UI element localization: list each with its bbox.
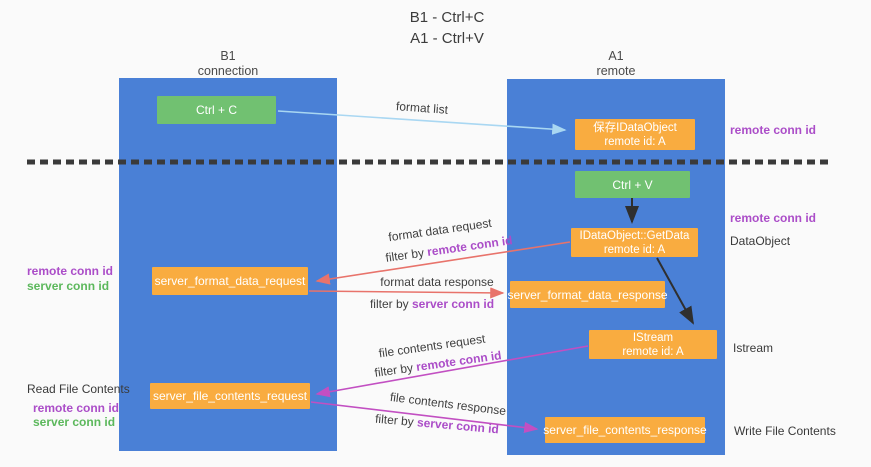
node-ctrl-c: Ctrl + C bbox=[157, 96, 276, 124]
node-server-format-data-response: server_format_data_response bbox=[507, 281, 668, 308]
node-ctrl-v: Ctrl + V bbox=[575, 171, 690, 198]
filter-by-text: filter by bbox=[374, 411, 418, 430]
right-column-name: A1 bbox=[608, 49, 624, 63]
label-format-list: format list bbox=[395, 99, 449, 117]
left-column-name: B1 bbox=[220, 49, 236, 63]
diagram-title: B1 - Ctrl+C A1 - Ctrl+V bbox=[297, 7, 597, 49]
annotation-left-remote-conn-id: remote conn id bbox=[27, 264, 114, 278]
node-save-idataobject-line2: remote id: A bbox=[604, 135, 666, 148]
node-server-format-data-request: server_format_data_request bbox=[152, 267, 308, 295]
title-line-1: B1 - Ctrl+C bbox=[409, 9, 485, 26]
node-idataobject-getdata-line1: IDataObject::GetData bbox=[579, 229, 690, 242]
node-idataobject-getdata-line2: remote id: A bbox=[603, 243, 666, 256]
annotation-write-file-contents: Write File Contents bbox=[734, 424, 836, 438]
node-istream-line2: remote id: A bbox=[622, 345, 684, 358]
node-save-idataobject: 保存IDataObject remote id: A bbox=[575, 119, 695, 150]
server-conn-id-highlight: server conn id bbox=[416, 415, 500, 437]
filter-by-text: filter by bbox=[384, 245, 429, 265]
filter-by-text: filter by bbox=[373, 360, 418, 380]
right-column-role: remote bbox=[596, 64, 636, 78]
left-column-role: connection bbox=[197, 64, 259, 78]
label-format-data-response: format data response bbox=[380, 275, 494, 289]
filter-by-text: filter by bbox=[369, 297, 412, 311]
server-conn-id-highlight: server conn id bbox=[411, 297, 495, 311]
annotation-remote-conn-id-top: remote conn id bbox=[730, 123, 817, 137]
annotation-left-bottom-server-conn-id: server conn id bbox=[33, 415, 116, 429]
title-line-2: A1 - Ctrl+V bbox=[410, 30, 484, 47]
node-save-idataobject-line1: 保存IDataObject bbox=[593, 121, 677, 134]
node-istream: IStream remote id: A bbox=[589, 330, 717, 359]
label-filter-server-2: filter by server conn id bbox=[375, 412, 500, 437]
node-istream-line1: IStream bbox=[632, 331, 674, 344]
annotation-istream: Istream bbox=[733, 341, 774, 355]
arrow-format-data-response bbox=[308, 287, 505, 299]
right-column-header: A1 remote bbox=[507, 49, 725, 79]
left-column-header: B1 connection bbox=[119, 49, 337, 79]
node-server-file-contents-request: server_file_contents_request bbox=[150, 383, 310, 409]
node-server-file-contents-response: server_file_contents_response bbox=[543, 417, 707, 443]
annotation-left-bottom-remote-conn-id: remote conn id bbox=[33, 401, 120, 415]
annotation-dataobject: DataObject bbox=[730, 234, 791, 248]
annotation-read-file-contents: Read File Contents bbox=[27, 382, 130, 396]
node-idataobject-getdata: IDataObject::GetData remote id: A bbox=[571, 228, 698, 257]
annotation-remote-conn-id-mid: remote conn id bbox=[730, 211, 817, 225]
label-filter-server-1: filter by server conn id bbox=[370, 297, 494, 311]
annotation-left-server-conn-id: server conn id bbox=[27, 279, 110, 293]
